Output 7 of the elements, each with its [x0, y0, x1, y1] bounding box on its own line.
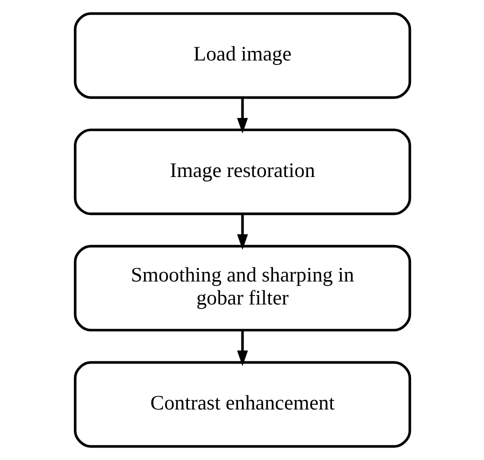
node-box: Load image: [73, 12, 411, 99]
node-box: Smoothing and sharping in gobar filter: [73, 244, 411, 332]
arrow: [236, 330, 248, 366]
node-box: Image restoration: [73, 128, 411, 216]
node-box: Contrast enhancement: [73, 361, 411, 448]
arrow: [236, 214, 248, 250]
arrow: [236, 98, 248, 134]
